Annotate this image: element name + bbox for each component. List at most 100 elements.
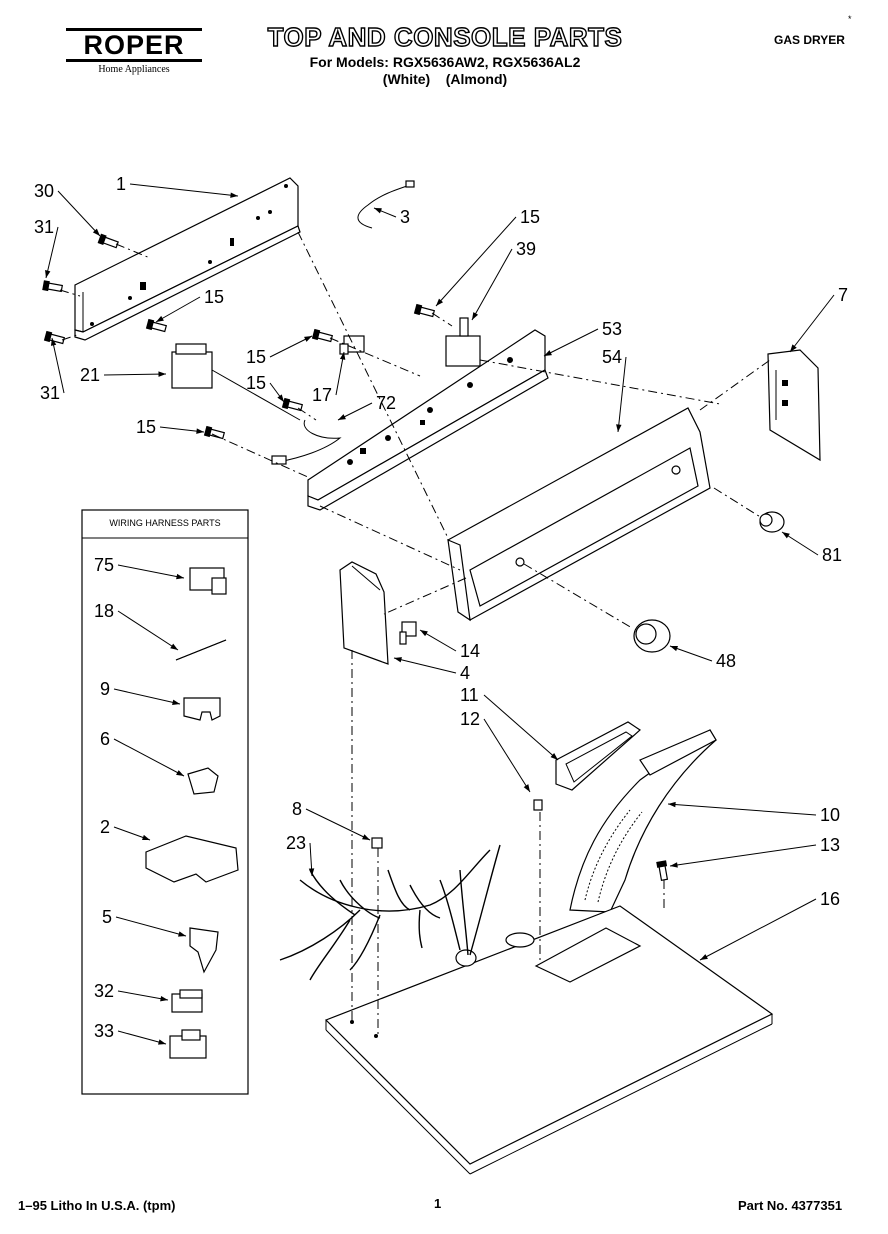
part-label-72: 72: [376, 393, 397, 413]
part-knob-81: [759, 511, 785, 533]
leader-line: [57, 190, 101, 237]
leader-line: [789, 294, 835, 353]
leader-line: [129, 183, 239, 197]
leader-arrowhead: [277, 394, 284, 402]
leader-arrowhead: [142, 834, 150, 841]
leader-arrowhead: [544, 350, 552, 356]
part-label-7: 7: [838, 285, 849, 305]
part-label-16: 16: [820, 889, 841, 909]
part-label-75: 75: [94, 555, 115, 575]
part-label-14: 14: [460, 641, 481, 661]
part-label-15: 15: [520, 207, 541, 227]
marker: *: [848, 14, 852, 24]
leader-line: [617, 356, 627, 433]
part-label-6: 6: [100, 729, 111, 749]
leader-line: [103, 373, 167, 376]
part-label-31: 31: [34, 217, 55, 237]
leader-line: [543, 328, 599, 357]
leader-line: [117, 990, 169, 1001]
part-console-bracket-53: [307, 329, 549, 511]
leader-arrowhead: [362, 834, 370, 840]
doc-type: GAS DRYER: [774, 33, 845, 47]
part-label-54: 54: [602, 347, 623, 367]
part-label-2: 2: [100, 817, 111, 837]
leader-arrowhead: [196, 428, 204, 434]
leader-line: [113, 688, 181, 705]
part-label-8: 8: [292, 799, 303, 819]
leader-line: [699, 898, 817, 961]
part-knob-48: [633, 619, 671, 653]
leader-line: [51, 337, 65, 394]
part-label-30: 30: [34, 181, 55, 201]
leader-arrowhead: [670, 862, 678, 868]
leader-arrowhead: [782, 532, 790, 539]
part-label-31: 31: [40, 383, 61, 403]
leader-line: [435, 216, 517, 307]
part-clip-14: [399, 621, 417, 645]
model-subtitle: For Models: RGX5636AW2, RGX5636AL2 (Whit…: [250, 54, 640, 88]
harness-box-title: WIRING HARNESS PARTS: [109, 518, 221, 528]
models-line: For Models: RGX5636AW2, RGX5636AL2: [309, 54, 581, 70]
page-title: TOP AND CONSOLE PARTS: [267, 21, 623, 52]
part-label-13: 13: [820, 835, 841, 855]
part-label-53: 53: [602, 319, 623, 339]
leader-arrowhead: [374, 208, 382, 214]
part-label-11: 11: [460, 685, 479, 705]
brand-name: ROPER: [66, 28, 202, 62]
part-clip-8: [371, 837, 383, 849]
leader-arrowhead: [158, 1039, 166, 1045]
page-number: 1: [434, 1196, 442, 1211]
leader-line: [155, 296, 201, 323]
part-label-9: 9: [100, 679, 111, 699]
wiring-harness-box: [81, 509, 249, 1095]
leader-arrowhead: [172, 699, 180, 706]
part-screw-13: [656, 860, 669, 882]
part-label-39: 39: [516, 239, 537, 259]
part-label-15: 15: [204, 287, 225, 307]
part-console-54: [447, 407, 711, 622]
part-label-23: 23: [286, 833, 307, 853]
leader-line: [113, 738, 185, 777]
leader-line: [483, 718, 531, 793]
part-label-32: 32: [94, 981, 115, 1001]
part-wire-72: [277, 419, 342, 463]
part-label-21: 21: [80, 365, 101, 385]
part-label-4: 4: [460, 663, 471, 683]
leader-line: [305, 808, 371, 841]
part-top-panel-16: [324, 905, 774, 1175]
leader-line: [483, 694, 559, 761]
part-switch-21: [171, 343, 301, 421]
leader-arrowhead: [339, 352, 346, 360]
leader-line: [45, 226, 59, 279]
part-label-5: 5: [102, 907, 113, 927]
leader-arrowhead: [45, 270, 51, 278]
leader-arrowhead: [158, 371, 166, 377]
part-lint-screen-11: [555, 721, 641, 791]
part-number: Part No. 4377351: [738, 1198, 843, 1213]
leader-arrowhead: [550, 752, 558, 760]
leader-arrowhead: [156, 315, 164, 322]
part-control-plate: [74, 177, 301, 341]
leader-line: [117, 1030, 167, 1045]
leader-line: [667, 803, 817, 816]
part-label-33: 33: [94, 1021, 115, 1041]
part-label-81: 81: [822, 545, 843, 565]
part-end-cap-7: [767, 349, 821, 462]
leader-line: [669, 844, 817, 867]
leader-arrowhead: [92, 228, 100, 236]
leader-arrowhead: [420, 630, 428, 637]
leader-line: [269, 335, 313, 358]
leader-line: [117, 610, 179, 651]
leader-arrowhead: [668, 801, 676, 808]
part-timer-39: [445, 317, 481, 367]
leader-arrowhead: [394, 657, 402, 663]
part-label-17: 17: [312, 385, 333, 405]
part-label-3: 3: [400, 207, 411, 227]
part-label-15: 15: [246, 347, 267, 367]
part-clip-12: [533, 799, 543, 811]
leader-arrowhead: [170, 643, 178, 650]
part-label-18: 18: [94, 601, 115, 621]
litho-note: 1–95 Litho In U.S.A. (tpm): [18, 1198, 176, 1213]
